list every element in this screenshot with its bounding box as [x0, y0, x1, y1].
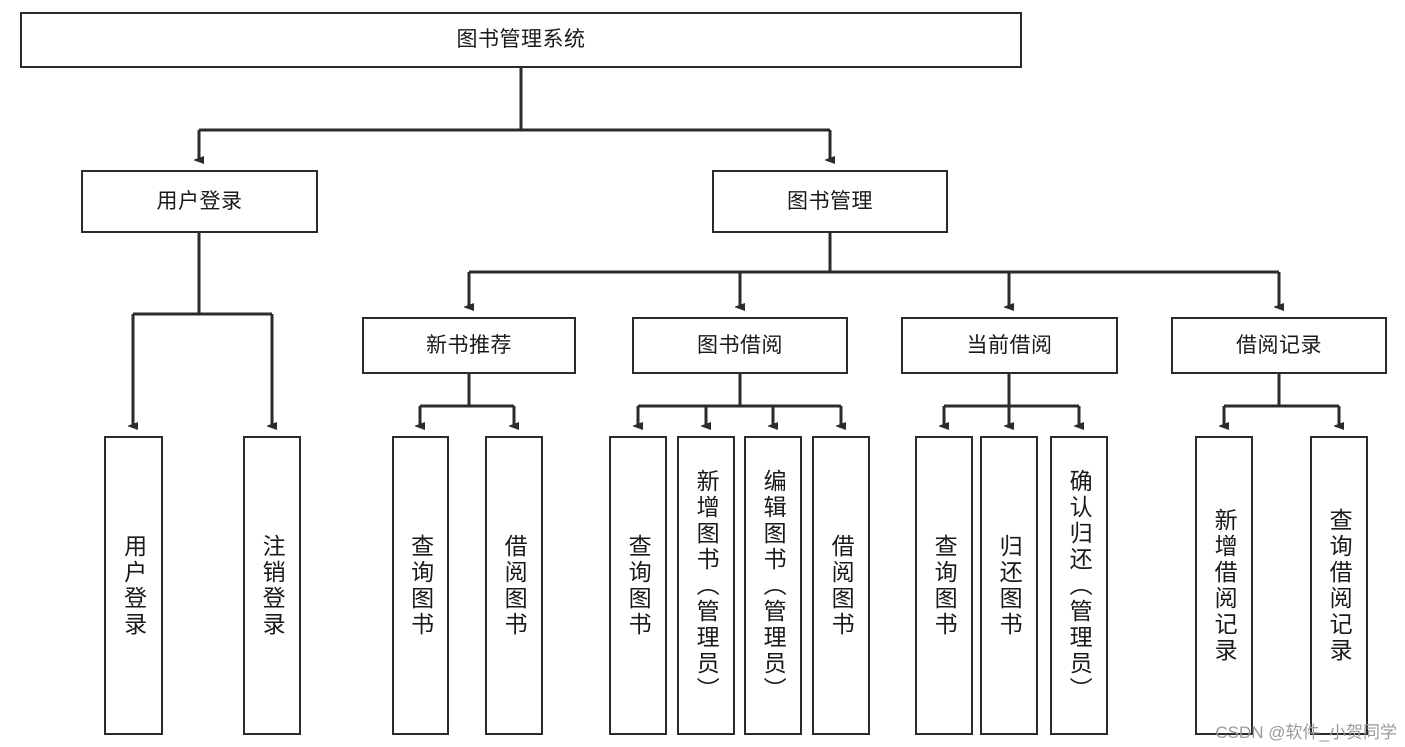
node-book-management-label: 图书管理: [787, 189, 873, 213]
node-leaf-query-book-2-label: 查询图书: [625, 533, 652, 638]
node-leaf-borrow-book-2[interactable]: 借阅图书: [812, 436, 870, 735]
node-borrow-record[interactable]: 借阅记录: [1171, 317, 1387, 374]
node-leaf-borrow-book-1[interactable]: 借阅图书: [485, 436, 543, 735]
node-leaf-logout-login[interactable]: 注销登录: [243, 436, 301, 735]
node-leaf-query-book-3-label: 查询图书: [931, 533, 958, 638]
node-leaf-query-book-1[interactable]: 查询图书: [392, 436, 449, 735]
node-leaf-borrow-book-2-label: 借阅图书: [828, 533, 855, 638]
node-leaf-edit-book-admin-label: 编辑图书（管理员）: [760, 468, 787, 703]
node-borrow-record-label: 借阅记录: [1236, 333, 1322, 357]
node-leaf-query-book-2[interactable]: 查询图书: [609, 436, 667, 735]
node-leaf-confirm-return-admin-label: 确认归还（管理员）: [1066, 468, 1093, 703]
node-book-borrow[interactable]: 图书借阅: [632, 317, 848, 374]
node-leaf-query-book-3[interactable]: 查询图书: [915, 436, 973, 735]
node-leaf-borrow-book-1-label: 借阅图书: [501, 533, 528, 638]
node-leaf-add-book-admin[interactable]: 新增图书（管理员）: [677, 436, 735, 735]
node-leaf-user-login[interactable]: 用户登录: [104, 436, 163, 735]
node-new-book-recommend-label: 新书推荐: [426, 333, 512, 357]
node-leaf-logout-login-label: 注销登录: [259, 533, 286, 638]
node-current-borrow-label: 当前借阅: [966, 333, 1053, 357]
node-user-login[interactable]: 用户登录: [81, 170, 318, 233]
node-book-management[interactable]: 图书管理: [712, 170, 948, 233]
node-current-borrow[interactable]: 当前借阅: [901, 317, 1118, 374]
node-leaf-add-book-admin-label: 新增图书（管理员）: [693, 468, 720, 703]
node-leaf-edit-book-admin[interactable]: 编辑图书（管理员）: [744, 436, 802, 735]
node-root-label: 图书管理系统: [456, 28, 586, 52]
node-leaf-return-book[interactable]: 归还图书: [980, 436, 1038, 735]
node-leaf-query-borrow-record[interactable]: 查询借阅记录: [1310, 436, 1368, 735]
node-root[interactable]: 图书管理系统: [20, 12, 1022, 68]
node-leaf-user-login-label: 用户登录: [120, 533, 147, 638]
node-user-login-label: 用户登录: [156, 189, 243, 213]
node-new-book-recommend[interactable]: 新书推荐: [362, 317, 576, 374]
node-leaf-add-borrow-record[interactable]: 新增借阅记录: [1195, 436, 1253, 735]
node-leaf-add-borrow-record-label: 新增借阅记录: [1211, 507, 1238, 664]
node-leaf-query-borrow-record-label: 查询借阅记录: [1326, 507, 1353, 664]
node-leaf-confirm-return-admin[interactable]: 确认归还（管理员）: [1050, 436, 1108, 735]
node-leaf-query-book-1-label: 查询图书: [407, 533, 434, 638]
node-book-borrow-label: 图书借阅: [697, 333, 783, 357]
node-leaf-return-book-label: 归还图书: [996, 533, 1023, 638]
